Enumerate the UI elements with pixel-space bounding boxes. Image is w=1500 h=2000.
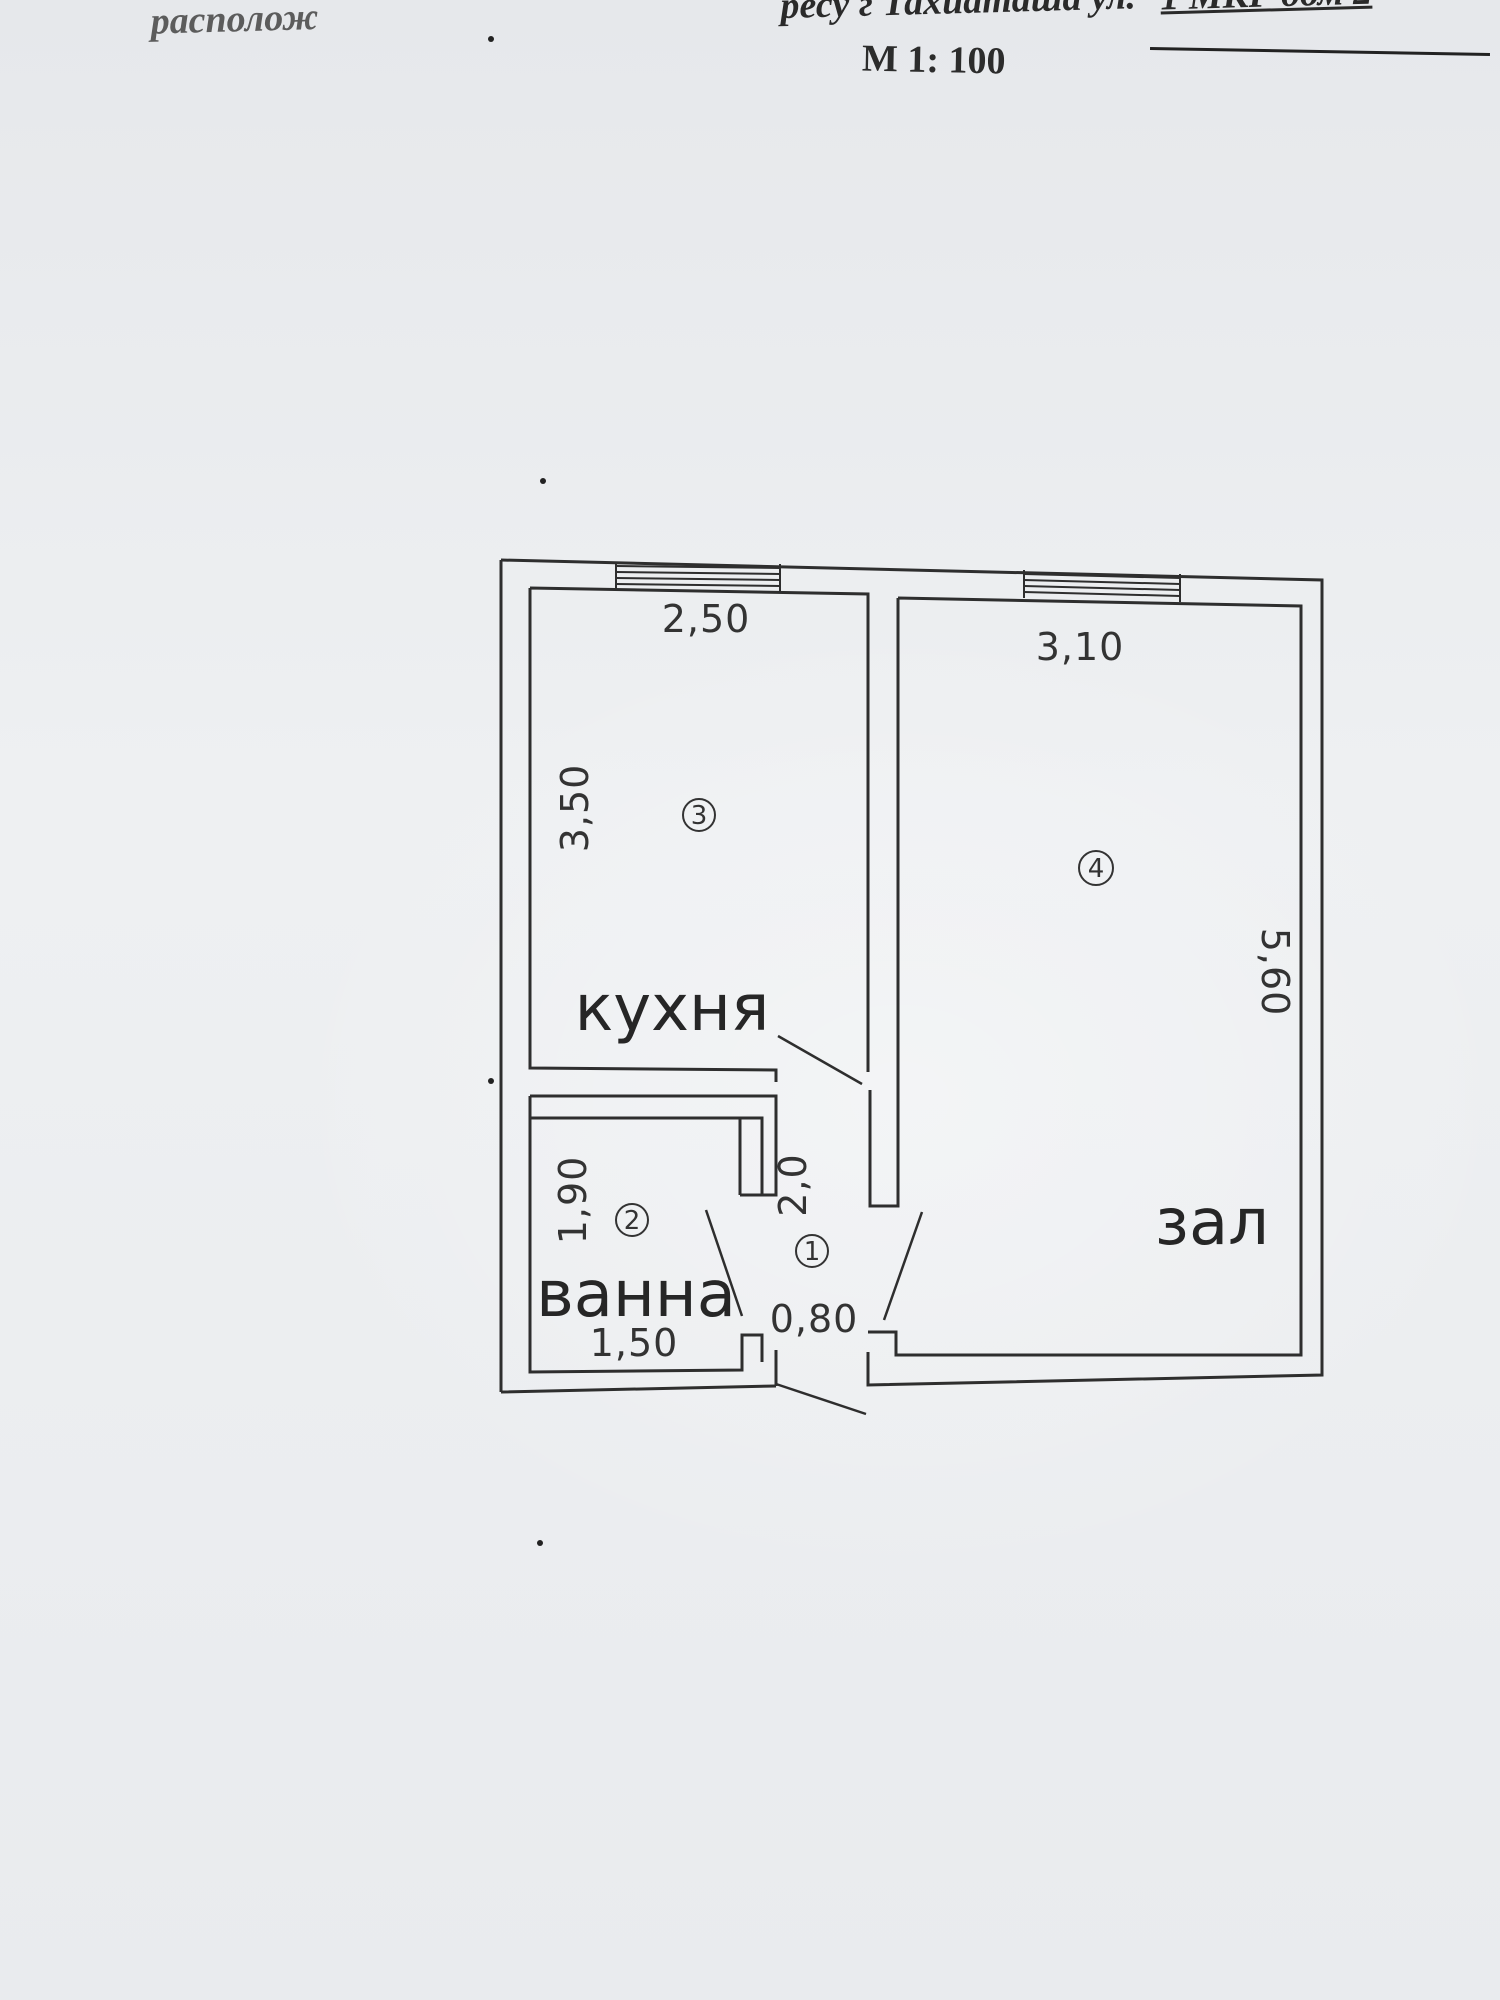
hall-inner-wall — [868, 596, 1303, 1357]
hall-width-dimension: 3,10 — [1036, 625, 1125, 669]
hall-door-leaf — [882, 1211, 924, 1321]
bathroom-label: ванна — [536, 1258, 736, 1332]
paper-speck — [540, 478, 546, 484]
room-number-4: 4 — [1078, 850, 1114, 886]
room-number-1: 1 — [795, 1234, 829, 1268]
bathroom-width-dimension: 1,50 — [590, 1321, 679, 1365]
kitchen-door-leaf — [777, 1034, 863, 1086]
hall-length-dimension: 5,60 — [1253, 928, 1297, 1017]
kitchen-window — [615, 562, 781, 592]
paper-speck — [488, 1078, 494, 1084]
hall-label: зал — [1155, 1186, 1269, 1260]
hall-window — [1023, 570, 1181, 602]
corridor-partition — [738, 1118, 776, 1197]
room-number-2: 2 — [615, 1203, 649, 1237]
kitchen-length-dimension: 3,50 — [553, 764, 597, 853]
kitchen-label: кухня — [575, 972, 770, 1046]
kitchen-inner-wall — [528, 586, 870, 1082]
svg-text:4: 4 — [1088, 854, 1105, 884]
door-width-dimension: 0,80 — [770, 1297, 859, 1341]
corridor-dimension: 2,0 — [771, 1153, 815, 1216]
entrance-door-leaf — [775, 1382, 867, 1416]
paper-speck — [488, 36, 494, 42]
svg-text:2: 2 — [624, 1206, 641, 1236]
svg-text:3: 3 — [691, 801, 708, 831]
kitchen-width-dimension: 2,50 — [662, 597, 751, 641]
bathroom-length-dimension: 1,90 — [551, 1156, 595, 1245]
svg-text:1: 1 — [804, 1237, 821, 1267]
room-number-3: 3 — [682, 798, 716, 832]
paper-speck — [537, 1540, 543, 1546]
bathroom-door-leaf — [704, 1209, 744, 1317]
